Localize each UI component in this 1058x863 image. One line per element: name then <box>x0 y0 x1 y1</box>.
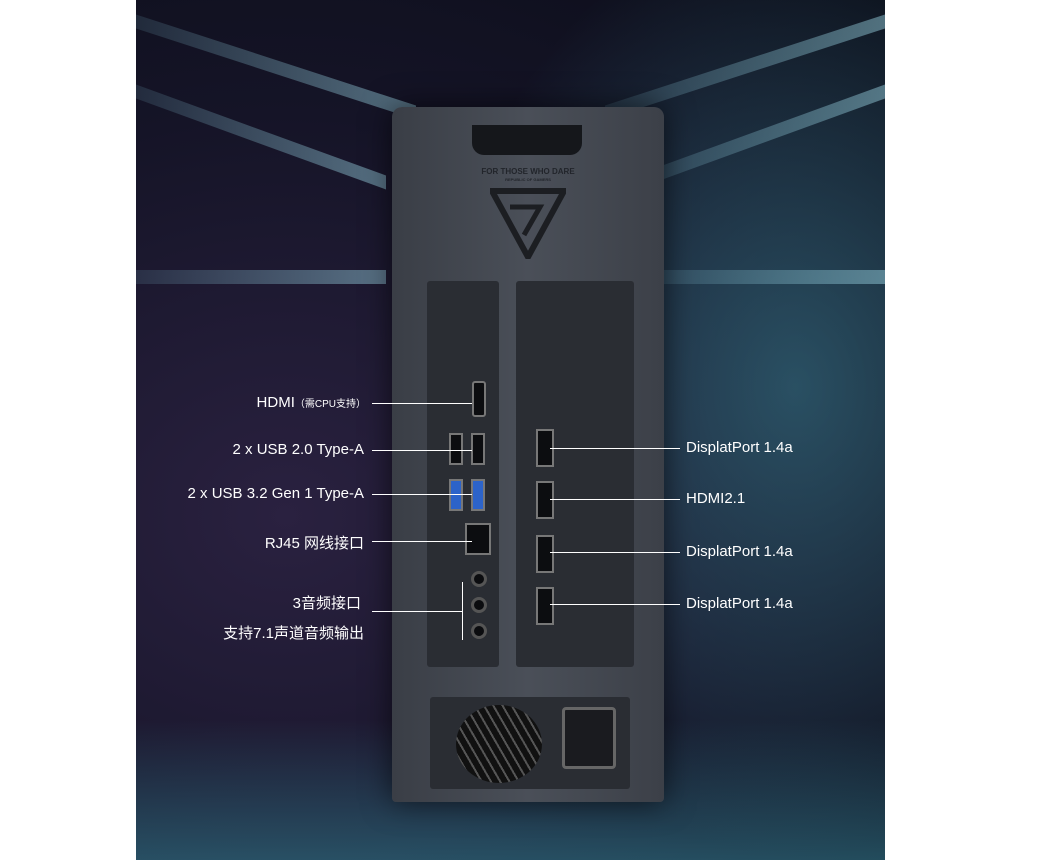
label-rj45: RJ45 网线接口 <box>264 535 364 552</box>
io-panel <box>427 281 499 667</box>
label-note: （需CPU支持） <box>294 399 366 410</box>
label-hdmi21: HDMI2.1 <box>686 490 746 507</box>
fan-grille <box>456 705 542 783</box>
label-audio: 3音频接口 <box>292 595 361 612</box>
label-dp-1: DisplatPort 1.4a <box>686 439 793 456</box>
label-usb2: 2 x USB 2.0 Type-A <box>232 441 364 458</box>
usb3-port[interactable] <box>471 479 485 511</box>
label-audio-sub: 支持7.1声道音频输出 <box>223 625 364 642</box>
rog-logo-icon <box>490 188 566 259</box>
usb2-port[interactable] <box>449 433 463 465</box>
power-socket[interactable] <box>562 707 616 769</box>
brand-text: REPUBLIC OF GAMERS <box>505 177 551 182</box>
hdmi-gpu-port[interactable] <box>536 481 554 519</box>
label-hdmi: HDMI（需CPU支持） <box>257 394 366 411</box>
label-dp-3: DisplatPort 1.4a <box>686 595 793 612</box>
usb3-port[interactable] <box>449 479 463 511</box>
audio-jack[interactable] <box>471 597 487 613</box>
audio-jack[interactable] <box>471 571 487 587</box>
label-dp-2: DisplatPort 1.4a <box>686 543 793 560</box>
label-text: HDMI <box>256 394 295 411</box>
usb2-port[interactable] <box>471 433 485 465</box>
audio-jack[interactable] <box>471 623 487 639</box>
rj45-port[interactable] <box>465 523 491 555</box>
label-usb3: 2 x USB 3.2 Gen 1 Type-A <box>187 485 364 502</box>
hdmi-port[interactable] <box>472 381 486 417</box>
psu-area <box>430 697 630 789</box>
displayport[interactable] <box>536 587 554 625</box>
top-vent <box>472 125 582 155</box>
desktop-pc-rear: FOR THOSE WHO DARE REPUBLIC OF GAMERS <box>392 107 664 802</box>
motto: FOR THOSE WHO DARE <box>481 167 575 176</box>
displayport[interactable] <box>536 535 554 573</box>
gpu-bracket <box>516 281 634 667</box>
